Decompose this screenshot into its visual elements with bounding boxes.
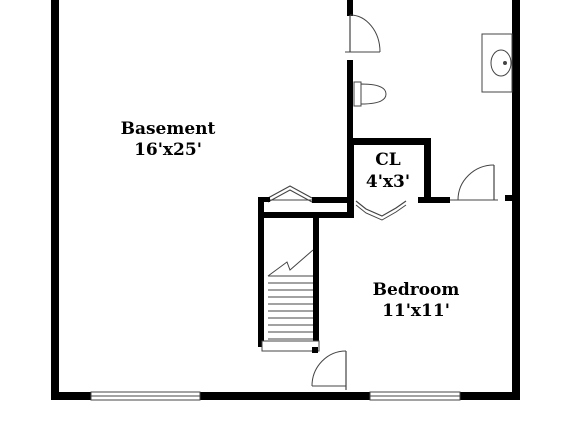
stair-break-line <box>267 249 314 277</box>
stair-wall-right <box>313 212 319 347</box>
stair-wall-left <box>258 197 264 347</box>
bath-door-swing <box>349 14 381 53</box>
east-wall <box>512 0 520 400</box>
closet-name: CL <box>375 150 401 170</box>
south-wall-mid <box>200 392 370 400</box>
bath-wall-lower <box>347 60 353 142</box>
closet-wall-top <box>347 138 431 145</box>
stair-treads <box>261 249 320 352</box>
bath-wall-right-stub <box>505 195 514 201</box>
basement-bifold-door <box>267 185 313 199</box>
exterior-walls <box>51 0 520 400</box>
sink-icon <box>481 33 513 93</box>
window-left <box>90 391 201 401</box>
bedroom-name: Bedroom <box>373 280 460 300</box>
basement-name: Basement <box>121 119 216 139</box>
south-wall-right <box>460 392 520 400</box>
closet-bifold-door <box>355 200 407 217</box>
bathroom <box>345 0 514 201</box>
south-wall-left <box>51 392 91 400</box>
bath-wall-top <box>347 0 353 16</box>
closet-wall-right <box>424 138 431 201</box>
bedroom-lower-door <box>311 347 347 390</box>
west-wall <box>51 0 59 400</box>
window-right <box>369 391 461 401</box>
interior-partition <box>262 185 354 218</box>
basement-size: 16'x25' <box>134 140 202 160</box>
stairs <box>258 197 320 352</box>
closet-size: 4'x3' <box>366 172 410 192</box>
closet <box>347 138 431 221</box>
bedroom-entry-door <box>418 164 498 203</box>
bedroom-size: 11'x11' <box>382 301 450 321</box>
closet-wall-left <box>347 138 354 218</box>
toilet-icon <box>353 81 387 107</box>
